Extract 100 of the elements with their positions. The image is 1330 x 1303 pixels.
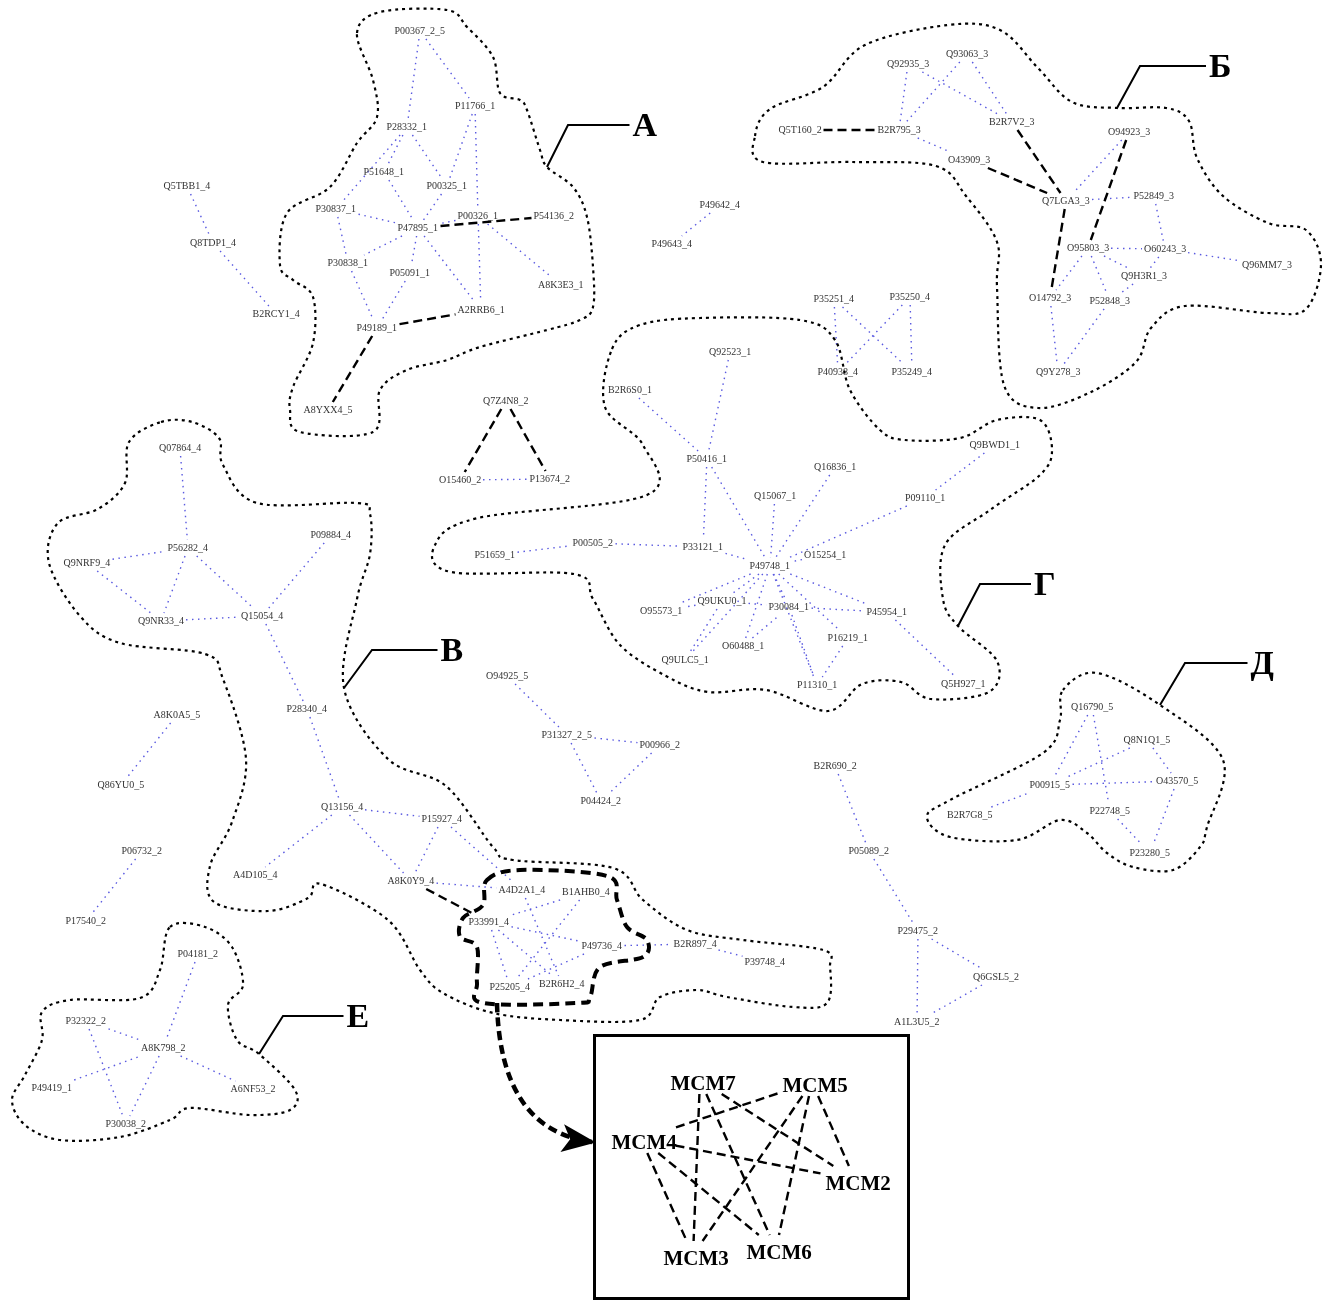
protein-label: MCM4 <box>611 1130 677 1154</box>
protein-label: Q92935_3 <box>887 58 930 70</box>
cluster-outline <box>752 22 1324 411</box>
interaction-line <box>440 216 532 228</box>
interaction-line <box>990 792 1030 808</box>
interaction-line <box>745 573 768 639</box>
protein-label: A8K0A5_5 <box>153 709 201 721</box>
interaction-line <box>777 1095 811 1236</box>
interaction-line <box>837 773 867 844</box>
protein-label: Q5TBB1_4 <box>163 180 211 192</box>
interaction-line <box>638 397 699 452</box>
protein-label: P30084_1 <box>768 601 810 613</box>
leader-line <box>1116 65 1207 109</box>
protein-label: MCM5 <box>782 1073 848 1097</box>
interaction-line <box>524 897 560 977</box>
protein-label: P15927_4 <box>421 813 463 825</box>
protein-label: A2RRB6_1 <box>457 304 505 316</box>
protein-label: P30038_2 <box>105 1118 147 1130</box>
protein-label: MCM6 <box>746 1240 812 1264</box>
interaction-line <box>747 602 768 606</box>
interaction-line <box>1110 247 1143 250</box>
interaction-line <box>363 235 403 256</box>
protein-label: B2R7G8_5 <box>947 809 993 821</box>
protein-label: B2R897_4 <box>673 938 717 950</box>
protein-label: P49642_4 <box>699 199 741 211</box>
protein-label: A8K0Y9_4 <box>387 875 435 887</box>
protein-label: P49748_1 <box>749 560 791 572</box>
protein-label: P31327_2_5 <box>541 729 593 741</box>
protein-label: O43570_5 <box>1156 775 1199 787</box>
interaction-line <box>732 573 760 594</box>
protein-label: Q93063_3 <box>946 48 989 60</box>
protein-label: Q5H927_1 <box>941 678 986 690</box>
cluster-letter: Б <box>1209 48 1232 84</box>
interaction-line <box>772 573 815 678</box>
interaction-line <box>219 250 270 307</box>
interaction-line <box>787 505 908 559</box>
interaction-line <box>91 858 137 914</box>
protein-label: Q16790_5 <box>1071 701 1114 713</box>
protein-label: Q5T160_2 <box>778 124 822 136</box>
interaction-line <box>570 742 598 794</box>
interaction-line <box>348 814 405 874</box>
interaction-line <box>821 645 844 678</box>
protein-label: Q9BWD1_1 <box>969 439 1021 451</box>
interaction-line <box>823 128 876 132</box>
interaction-line <box>411 134 443 179</box>
protein-label: Q9NRF9_4 <box>63 557 111 569</box>
protein-label: P49419_1 <box>31 1082 73 1094</box>
interaction-line <box>387 134 404 165</box>
protein-label: P39748_4 <box>744 956 786 968</box>
protein-label: P52849_3 <box>1133 190 1175 202</box>
protein-label: Q6GSL5_2 <box>973 971 1020 983</box>
interaction-line <box>1089 139 1128 241</box>
cluster-letter: Е <box>346 998 370 1034</box>
protein-label: Q9UKU0_1 <box>697 595 747 607</box>
interaction-line <box>450 826 514 883</box>
interaction-line <box>189 193 211 236</box>
protein-label: P56282_4 <box>167 542 209 554</box>
interaction-line <box>721 1093 834 1167</box>
cluster-letter: Д <box>1250 645 1274 681</box>
protein-label: MCM2 <box>825 1171 891 1195</box>
protein-label: P09110_1 <box>905 492 946 504</box>
interaction-line <box>894 619 956 677</box>
interaction-line <box>1103 255 1129 269</box>
interaction-line <box>399 313 456 326</box>
protein-label: MCM7 <box>670 1071 736 1095</box>
protein-label: P35249_4 <box>891 366 933 378</box>
interaction-line <box>510 926 581 942</box>
protein-label: P35250_4 <box>889 291 931 303</box>
leader-line <box>1159 662 1249 706</box>
protein-label: P30837_1 <box>315 203 357 215</box>
interaction-line <box>527 953 585 980</box>
protein-label: B2R6H2_4 <box>539 978 585 990</box>
protein-label: P05091_1 <box>389 267 431 279</box>
interaction-line <box>425 38 470 99</box>
protein-label: P00966_2 <box>639 739 681 751</box>
protein-label: P00325_1 <box>426 180 468 192</box>
protein-label: Q96MM7_3 <box>1242 259 1292 271</box>
protein-label: P33121_1 <box>682 541 724 553</box>
protein-label: P22748_5 <box>1089 805 1131 817</box>
interaction-line <box>449 113 473 179</box>
protein-label: P25205_4 <box>489 981 531 993</box>
protein-label: A8K798_2 <box>141 1042 186 1054</box>
interaction-line <box>510 899 561 916</box>
protein-label: P49736_4 <box>581 940 623 952</box>
protein-label: P54136_2 <box>533 210 575 222</box>
cluster-outline <box>9 924 298 1143</box>
interaction-line <box>711 466 766 559</box>
protein-label: P17540_2 <box>65 915 107 927</box>
interaction-line <box>331 335 374 403</box>
protein-label: Q07864_4 <box>159 442 202 454</box>
protein-label: B2R795_3 <box>877 124 921 136</box>
protein-label: P00326_1 <box>457 210 499 222</box>
protein-label: O60488_1 <box>722 640 765 652</box>
protein-label: Q9ULC5_1 <box>661 654 709 666</box>
interaction-line <box>717 949 744 957</box>
protein-label: A4D105_4 <box>233 869 278 881</box>
protein-label: P51659_1 <box>474 549 516 561</box>
interaction-line <box>107 1028 141 1041</box>
leader-line <box>957 583 1032 627</box>
protein-label: P28340_4 <box>286 703 328 715</box>
